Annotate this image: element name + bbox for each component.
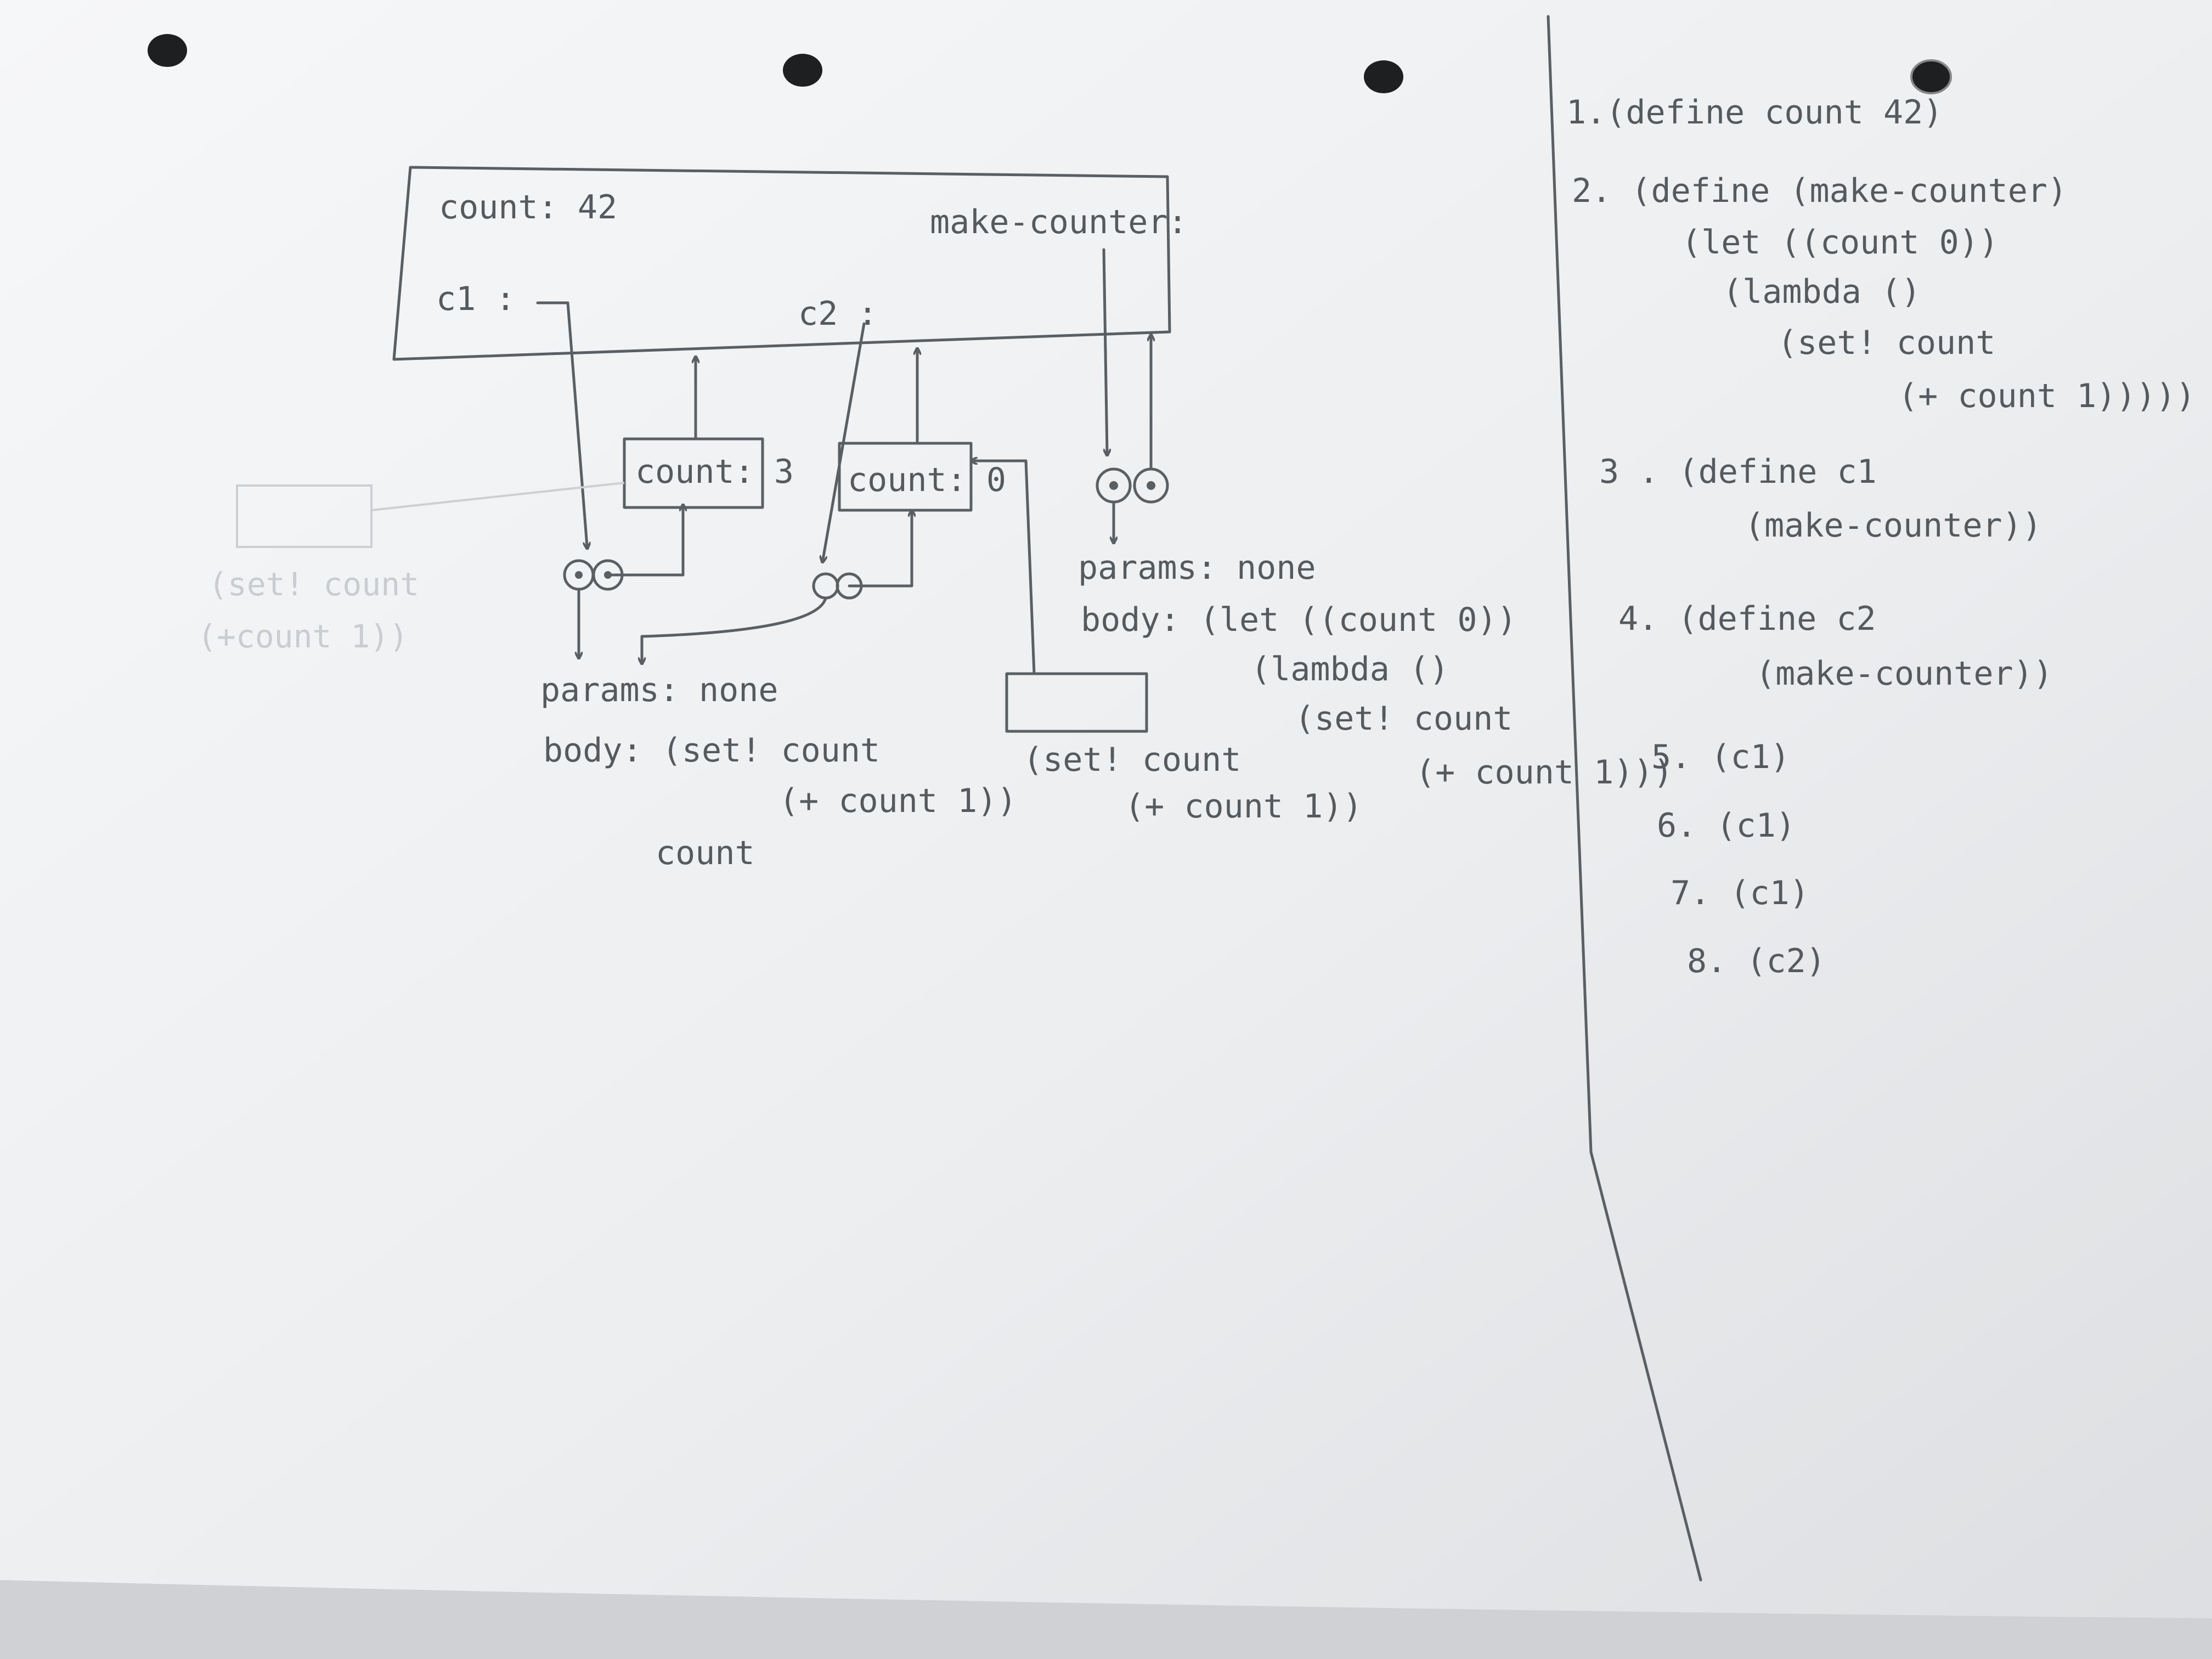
- erased-sketch-link: [371, 482, 625, 511]
- c2-body-line-2: (+ count 1)): [1125, 787, 1362, 826]
- make-counter-body-line-1: body: (let ((count 0)): [1081, 601, 1517, 639]
- code-line-12: 6. (c1): [1657, 806, 1796, 845]
- c1-body-line-2: (+ count 1)): [779, 782, 1017, 820]
- global-c2-binding: c2 :: [798, 295, 878, 333]
- code-line-2: 2. (define (make-counter): [1572, 172, 2067, 210]
- code-line-11: 5. (c1): [1651, 738, 1790, 776]
- global-c1-binding: c1 :: [436, 280, 516, 318]
- binder-hole: [783, 54, 822, 87]
- code-line-8: (make-counter)): [1745, 506, 2042, 545]
- c2-env-arrow: [848, 513, 912, 588]
- code-line-6: (+ count 1))))): [1898, 377, 2196, 415]
- c2-body-line-1: (set! count: [1023, 741, 1241, 779]
- erased-sketch-line-1: (set! count: [208, 566, 419, 603]
- make-counter-code-dot: [1109, 481, 1118, 490]
- c2-frame-box: [838, 442, 973, 512]
- binder-hole: [148, 34, 187, 67]
- code-listing: 1.(define count 42) 2. (define (make-cou…: [1566, 93, 2196, 980]
- c1-procedure: params: none body: (set! count (+ count …: [536, 301, 1017, 872]
- binder-hole: [1910, 59, 1952, 94]
- column-divider: [1547, 15, 1702, 1582]
- make-counter-params: params: none: [1078, 549, 1316, 587]
- global-frame: count: 42 make-counter: c1 : c2 :: [392, 166, 1188, 361]
- c2-binding-arrow: [823, 322, 866, 560]
- c1-binding-arrow: [536, 301, 587, 546]
- c1-procedure-code-dot: [575, 571, 583, 579]
- binder-holes: [148, 34, 1952, 94]
- code-line-1: 1.(define count 42): [1566, 93, 1943, 132]
- c1-frame-count: count: 3: [635, 453, 794, 491]
- binder-hole: [1364, 60, 1403, 93]
- c1-body-line-1: body: (set! count: [543, 731, 880, 770]
- c1-body-line-3: count: [656, 834, 755, 872]
- make-counter-env-dot: [1147, 481, 1155, 490]
- c2-body-box: [1005, 672, 1148, 733]
- code-line-5: (set! count: [1778, 324, 1995, 362]
- c2-frame-count: count: 0: [848, 461, 1006, 499]
- c1-env-arrow: [606, 507, 683, 577]
- c2-body-link: [974, 461, 1036, 675]
- code-line-3: (let ((count 0)): [1681, 223, 1999, 262]
- code-line-7: 3 . (define c1: [1599, 453, 1877, 491]
- c1-frame-box: [623, 437, 764, 509]
- code-line-14: 8. (c2): [1687, 942, 1826, 980]
- erased-sketch-box: [236, 484, 373, 548]
- c2-code-arrow: [642, 596, 827, 661]
- make-counter-body-line-4: (+ count 1))): [1415, 753, 1673, 792]
- paper-stack-edge: [0, 1580, 2212, 1659]
- c1-params: params: none: [540, 671, 778, 709]
- make-counter-procedure: params: none body: (let ((count 0)) (lam…: [1078, 248, 1673, 792]
- make-counter-body-line-3: (set! count: [1295, 699, 1513, 738]
- c2-body: (set! count (+ count 1)): [974, 461, 1362, 826]
- global-frame-box: [392, 166, 1171, 361]
- code-line-13: 7. (c1): [1671, 874, 1809, 912]
- global-count-binding: count: 42: [439, 188, 617, 227]
- code-line-9: 4. (define c2: [1618, 600, 1876, 638]
- code-line-10: (make-counter)): [1756, 654, 2053, 693]
- global-make-counter-binding: make-counter:: [930, 203, 1188, 241]
- make-counter-binding-arrow: [1102, 248, 1107, 453]
- c2-frame: count: 0: [838, 351, 1006, 512]
- make-counter-body-line-2: (lambda (): [1251, 650, 1449, 689]
- c1-frame: count: 3: [623, 359, 794, 509]
- code-line-4: (lambda (): [1723, 273, 1921, 311]
- erased-sketch: (set! count (+count 1)): [198, 482, 625, 655]
- erased-sketch-line-2: (+count 1)): [198, 618, 408, 655]
- c2-procedure: [642, 322, 912, 661]
